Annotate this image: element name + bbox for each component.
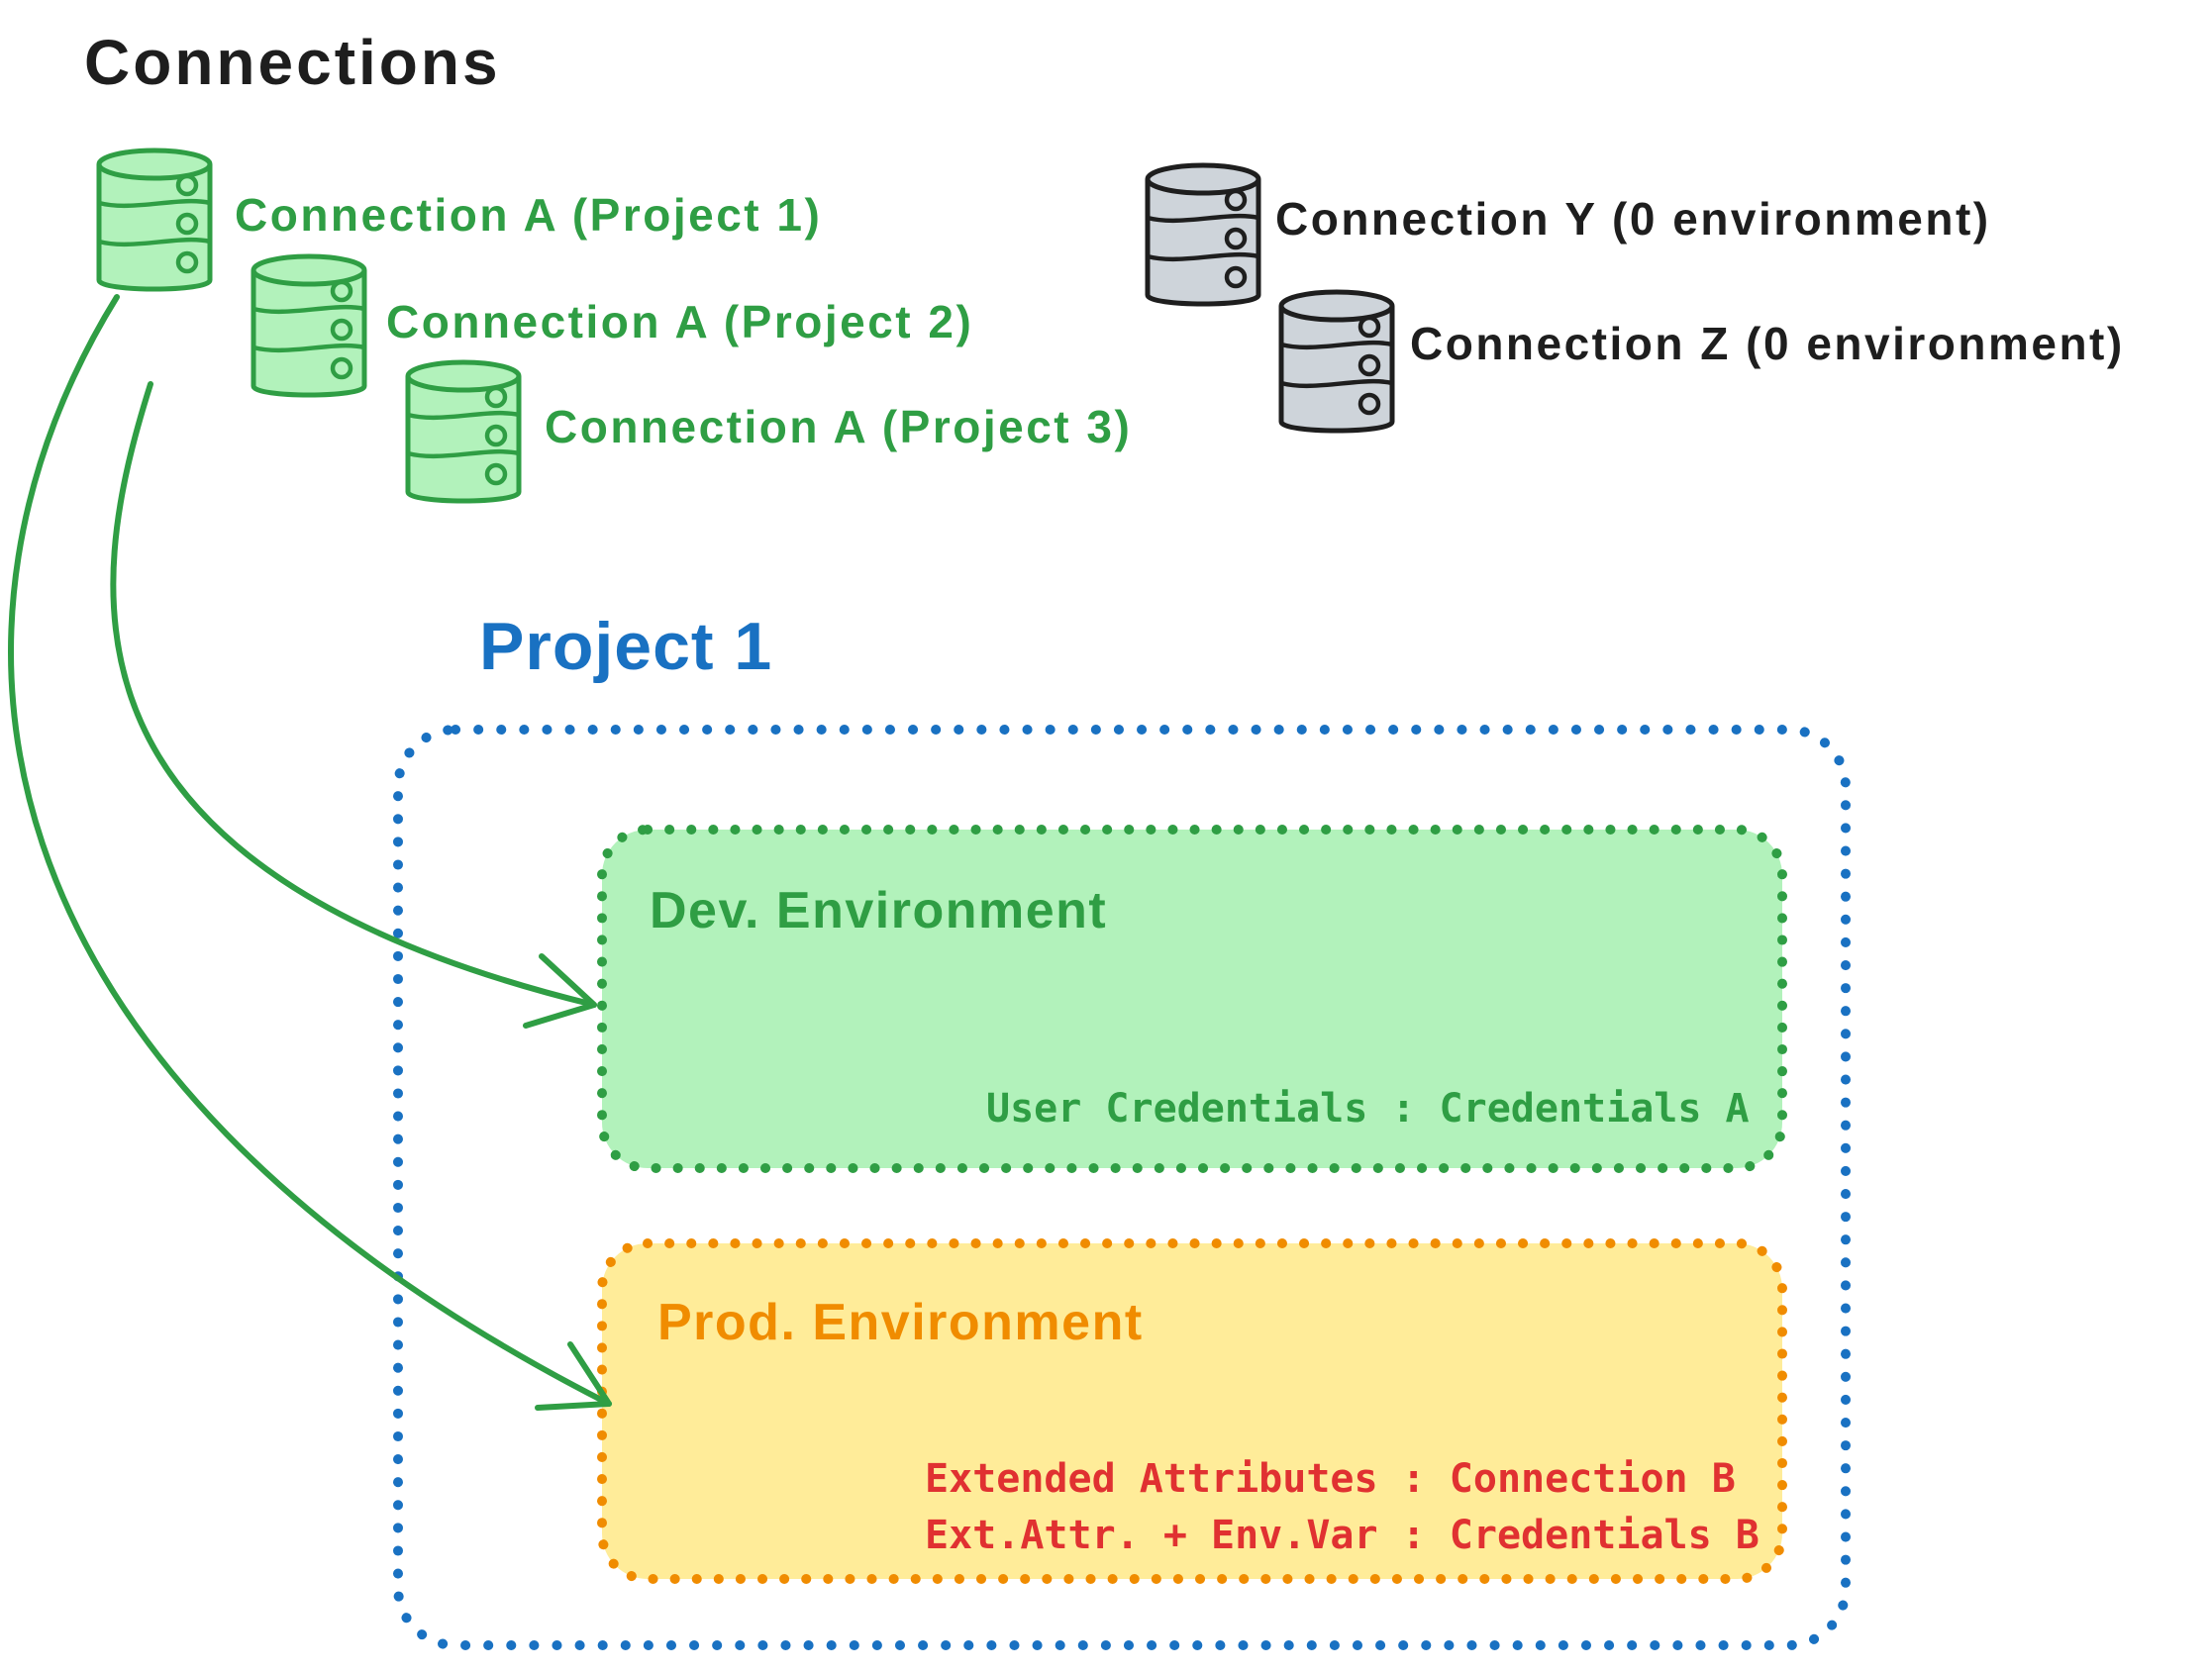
prod-mapping-env-var: Ext.Attr. + Env.Var : Credentials B [925, 1513, 1760, 1558]
page-title: Connections [84, 27, 501, 98]
database-icon-connection-y [1148, 165, 1258, 304]
connection-a-project-1-label: Connection A (Project 1) [235, 189, 823, 241]
prod-environment-box [597, 1238, 1787, 1584]
database-icon-connection-a-project-3 [408, 362, 519, 501]
connection-z-label: Connection Z (0 environment) [1410, 318, 2125, 369]
prod-mapping-extended-attributes: Extended Attributes : Connection B [925, 1456, 1736, 1502]
database-icon-connection-a-project-2 [253, 256, 364, 395]
dev-environment-box [597, 825, 1787, 1173]
arrow-connection-a-to-dev [110, 381, 597, 1029]
project-1-title: Project 1 [479, 609, 773, 684]
connection-a-project-3-label: Connection A (Project 3) [545, 401, 1133, 452]
prod-mappings: Extended Attributes : Connection B Ext.A… [925, 1451, 1760, 1564]
connection-a-project-2-label: Connection A (Project 2) [386, 296, 974, 347]
database-icon-connection-z [1281, 292, 1392, 431]
dev-credentials-mapping: User Credentials : Credentials A [986, 1086, 1750, 1132]
project-1-box [393, 725, 1851, 1650]
arrow-connection-a-to-prod [8, 294, 612, 1411]
database-icon-connection-a-project-1 [99, 150, 210, 289]
connection-y-label: Connection Y (0 environment) [1275, 193, 1991, 245]
dev-environment-title: Dev. Environment [650, 882, 1108, 939]
prod-environment-title: Prod. Environment [657, 1294, 1144, 1351]
